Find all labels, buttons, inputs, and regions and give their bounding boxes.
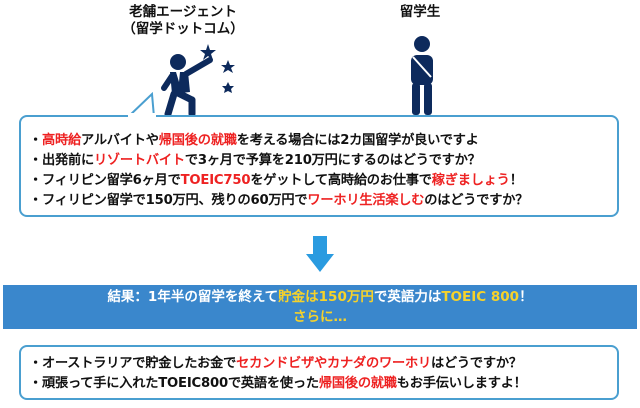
bubble-text: ・高時給アルバイトや帰国後の就職を考える場合には2カ国留学が良いですよ ・出発前… xyxy=(29,131,528,211)
agent-label: 老舗エージェント （留学ドットコム） xyxy=(118,4,248,38)
student-label: 留学生 xyxy=(399,4,441,20)
star-icon xyxy=(200,44,216,60)
bubble-line-4: ・フィリピン留学で150万円、残りの60万円でワーホリ生活楽しむのはどうですか？ xyxy=(29,193,529,208)
agent-pointing-figure-icon xyxy=(161,54,213,118)
bubble-line-1: ・高時給アルバイトや帰国後の就職を考える場合には2カ国留学が良いですよ xyxy=(29,133,479,148)
agent-title-line2: （留学ドットコム） xyxy=(122,21,244,37)
star-icon xyxy=(222,82,234,93)
student-backpack-figure-icon xyxy=(411,36,433,115)
speech-bubble-tail xyxy=(127,92,155,118)
result-line-2: さらに… xyxy=(293,309,347,325)
down-arrow-icon xyxy=(306,236,334,272)
speech-bubble xyxy=(19,115,619,217)
stars-decoration xyxy=(200,44,235,93)
bubble-line-2: ・出発前にリゾートバイトで3ヶ月で予算を210万円にするのはどうですか？ xyxy=(29,153,481,168)
star-icon xyxy=(221,60,235,73)
result-line-1: 結果：1年半の留学を終えて貯金は150万円で英語力はTOEIC 800！ xyxy=(107,289,533,305)
result-banner: 結果：1年半の留学を終えて貯金は150万円で英語力はTOEIC 800！ さらに… xyxy=(3,285,637,329)
agent-title-line1: 老舗エージェント xyxy=(129,4,237,20)
followup-box xyxy=(19,345,619,400)
bubble-tail-cover xyxy=(128,113,156,119)
followup-line-1: ・オーストラリアで貯金したお金でセカンドビザやカナダのワーホリはどうですか？ xyxy=(29,356,522,371)
followup-line-2: ・頑張って手に入れたTOEIC800で英語を使った帰国後の就職もお手伝いしますよ… xyxy=(29,376,527,391)
followup-text: ・オーストラリアで貯金したお金でセカンドビザやカナダのワーホリはどうですか？ ・… xyxy=(29,354,527,394)
bubble-line-3: ・フィリピン留学6ヶ月でTOEIC750をゲットして高時給のお仕事で稼ぎましょう… xyxy=(29,173,523,188)
